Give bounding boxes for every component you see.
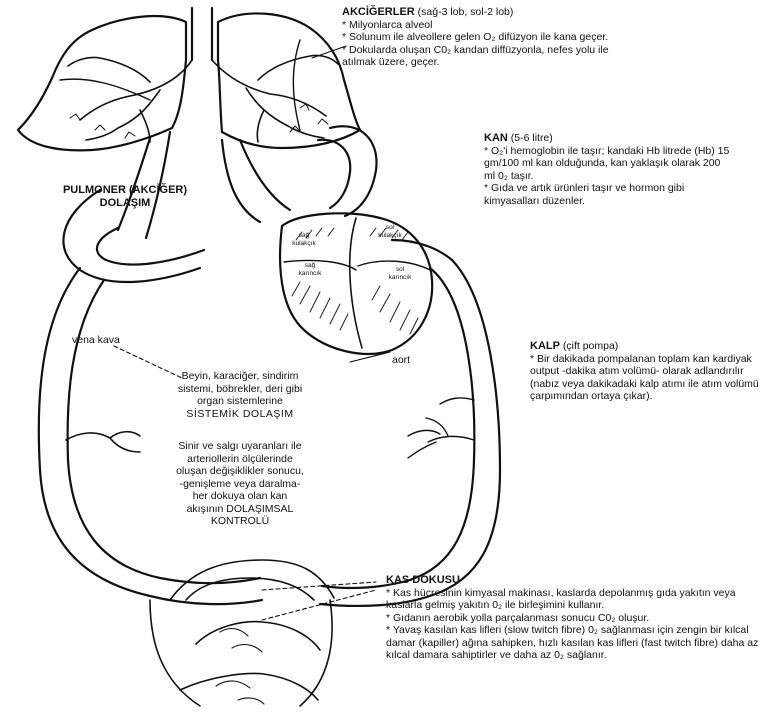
- lungs-text: AKCİĞERLER (sağ-3 lob, sol-2 lob) * Mily…: [342, 6, 642, 69]
- right-atrium-label: sağ kulakçık: [286, 232, 322, 247]
- chamber-text: sol: [370, 224, 410, 232]
- systemic-line: sistemi, böbrekler, deri gibi: [140, 383, 340, 396]
- lungs-title: AKCİĞERLER: [342, 6, 415, 18]
- control-line: akışının DOLAŞIMSAL: [134, 503, 346, 516]
- pulmonary-label: PULMONER (AKCİĞER) DOLAŞIM: [30, 184, 220, 210]
- leader-lines: [114, 46, 390, 620]
- pulmonary-line2: DOLAŞIM: [30, 197, 220, 210]
- control-line: oluşan değişiklikler sonucu,: [134, 465, 346, 478]
- right-ventricle-label: sağ karıncık: [292, 262, 328, 277]
- muscle-item: * Yavaş kasılan kas lifleri (slow twitch…: [386, 624, 764, 662]
- left-atrium-label: sol kulakçık: [370, 224, 410, 239]
- heart-text: KALP (çift pompa) * Bir dakikada pompala…: [530, 340, 766, 403]
- heart-title: KALP: [530, 340, 560, 352]
- aorta-label: aort: [392, 354, 410, 366]
- muscle-item: * Kas hücresinin kimyasal makinası, kasl…: [386, 587, 764, 612]
- muscle-item: * Gıdanın aerobik yolla parçalanması son…: [386, 612, 764, 625]
- blood-item: * O₂'i hemoglobin ile taşır; kandaki Hb …: [484, 145, 734, 183]
- organ-capillaries-right: [408, 398, 474, 458]
- organ-capillaries-left: [66, 432, 140, 452]
- control-line: arteriollerin ölçülerinde: [134, 453, 346, 466]
- blood-item: * Gıda ve artık ürünleri taşır ve hormon…: [484, 182, 734, 207]
- blood-subtitle: (5-6 litre): [511, 132, 553, 144]
- lungs-drawing: [18, 8, 360, 150]
- control-text: Sinir ve salgı uyaranları ile arteriolle…: [134, 440, 346, 528]
- blood-title: KAN: [484, 132, 508, 144]
- control-line: Sinir ve salgı uyaranları ile: [134, 440, 346, 453]
- muscle-text: KAS DOKUSU * Kas hücresinin kimyasal mak…: [386, 574, 764, 662]
- heart-item: * Bir dakikada pompalanan toplam kan kar…: [530, 353, 766, 403]
- systemic-text: Beyin, karaciğer, sindirim sistemi, böbr…: [140, 370, 340, 420]
- chamber-text: kulakçık: [370, 232, 410, 240]
- blood-text: KAN (5-6 litre) * O₂'i hemoglobin ile ta…: [484, 132, 734, 207]
- vena-cava-label: vena kava: [72, 334, 120, 346]
- lungs-subtitle: (sağ-3 lob, sol-2 lob): [418, 6, 514, 18]
- chamber-text: sağ: [292, 262, 328, 270]
- chamber-text: kulakçık: [286, 240, 322, 248]
- systemic-line: Beyin, karaciğer, sindirim: [140, 370, 340, 383]
- lungs-item: * Dokularda oluşan C0₂ kandan diffüzyonl…: [342, 44, 627, 69]
- systemic-line: organ sistemlerine: [140, 395, 340, 408]
- control-line: -genişleme veya daralma-: [134, 478, 346, 491]
- control-line: KONTROLÜ: [134, 515, 346, 528]
- pulmonary-line1: PULMONER (AKCİĞER): [30, 184, 220, 197]
- lungs-item: * Solunum ile alveollere gelen O₂ difüzy…: [342, 31, 627, 44]
- left-ventricle-label: sol karıncık: [380, 266, 420, 281]
- systemic-title: SİSTEMİK DOLAŞIM: [140, 408, 340, 421]
- heart-subtitle: (çift pompa): [563, 340, 618, 352]
- chamber-text: sol: [380, 266, 420, 274]
- lungs-item: * Milyonlarca alveol: [342, 19, 642, 32]
- chamber-text: karıncık: [380, 274, 420, 282]
- chamber-text: sağ: [286, 232, 322, 240]
- control-line: her dokuya olan kan: [134, 490, 346, 503]
- chamber-text: karıncık: [292, 270, 328, 278]
- muscle-title: KAS DOKUSU: [386, 574, 764, 587]
